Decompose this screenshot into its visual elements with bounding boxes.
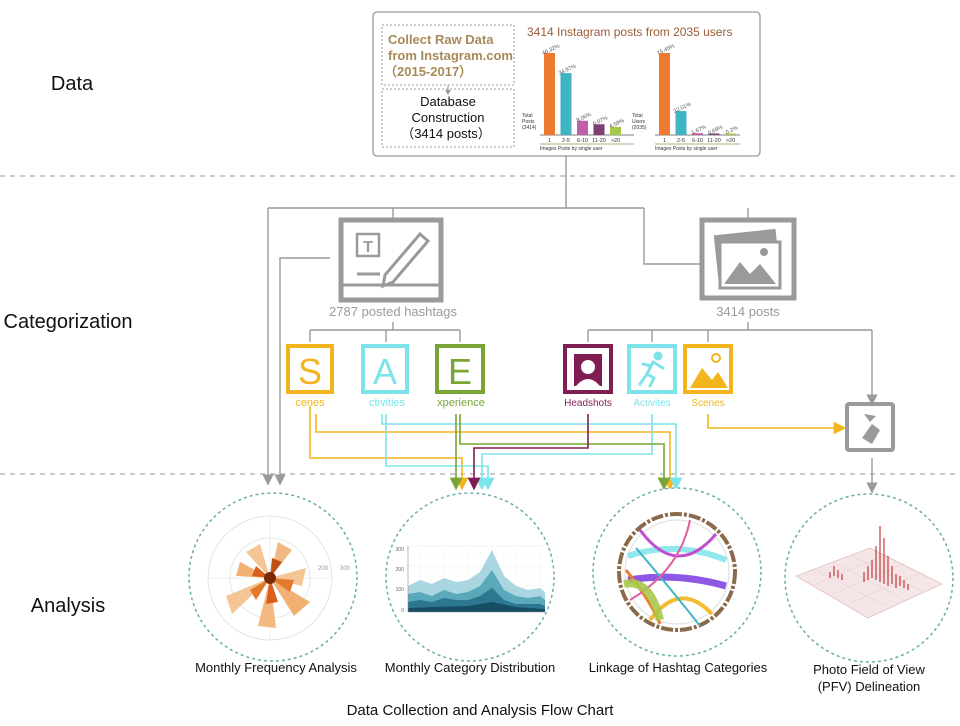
scenes-hashtag-box [286,344,334,394]
section-label-categorization: Categorization [4,311,133,333]
figure-caption: Data Collection and Analysis Flow Chart [347,702,615,719]
chord-diagram-thumbnail [617,512,737,632]
bar-0-4 [610,126,621,135]
label-pfv-2: (PFV) Delineation [818,679,921,694]
bar-0-0 [544,53,555,135]
svg-text:T: T [363,239,373,256]
bar-tick-1-3: 11-20 [707,138,721,144]
bar-value-label-1-4: 0.2% [725,125,739,136]
bar-chart-ylabel-0: Total [522,113,533,119]
collect-title-1: Collect Raw Data [388,32,494,47]
label-pfv-1: Photo Field of View [813,662,925,677]
bar-chart-ylabel-1-c: (2035) [632,125,647,131]
bar-1-1 [675,111,687,135]
bar-tick-1-2: 6-10 [692,138,703,144]
bar-chart-xlabel-0: Images Posts by single user [540,146,603,152]
svg-text:0: 0 [401,608,404,614]
view-cone-icon [862,424,880,444]
section-label-analysis: Analysis [31,595,105,617]
bar-1-0 [659,53,670,135]
db-line-1: Database [420,94,476,109]
bar-chart-ylabel-1-b: Users [632,119,646,125]
sun-icon [711,353,721,363]
label-monthly-category: Monthly Category Distribution [385,660,556,675]
monthly-category-circle [385,492,555,662]
bar-0-3 [593,124,605,135]
svg-text:300: 300 [396,547,405,553]
scenes-photo-label: Scenes [691,398,724,409]
activities-photo-box [627,344,677,394]
hashtags-count-label: 2787 posted hashtags [329,304,457,319]
letter-s: S [298,351,322,392]
bar-tick-0-1: 2-5 [562,138,570,144]
pfv-surface-thumbnail [795,526,943,619]
section-label-data: Data [51,73,94,95]
bar-chart-ylabel-0-c: (3414) [522,125,537,131]
db-line-3: （3414 posts） [401,126,491,141]
bar-1-3 [708,133,720,135]
experience-hashtag-label: xperience [437,397,485,409]
stats-title: 3414 Instagram posts from 2035 users [527,25,732,39]
collect-title-3: （2015-2017） [384,64,472,79]
bar-tick-1-4: >20 [726,138,735,144]
label-linkage: Linkage of Hashtag Categories [589,660,768,675]
experience-hashtag-box [435,344,485,394]
bar-tick-1-1: 2-5 [677,138,685,144]
bar-tick-0-2: 6-10 [577,138,588,144]
rose-chart-thumbnail: 200 300 [207,515,351,641]
bar-tick-1-0: 1 [663,138,666,144]
bar-1-2 [692,133,703,135]
posts-count-label: 3414 posts [716,304,780,319]
top-connectors [262,156,749,486]
collect-title-2: from Instagram.com [388,48,513,63]
letter-a: A [373,351,397,392]
bar-0-2 [577,120,588,135]
person-icon [576,379,600,386]
bar-tick-0-4: >20 [611,138,620,144]
db-line-2: Construction [412,110,485,125]
mountain-icon [690,368,728,388]
activities-hashtag-box [361,344,409,394]
bar-chart-ylabel-0-b: Posts [522,119,535,125]
svg-text:100: 100 [396,587,405,593]
hashtag-text-icon [338,217,444,303]
bar-chart-ylabel-1: Total [632,113,643,119]
activities-photo-label: Activites [633,398,670,409]
svg-text:200: 200 [318,566,329,572]
headshots-label: Headshots [564,398,612,409]
letter-e: E [448,351,472,392]
activities-hashtag-label: ctivities [369,397,406,409]
bar-tick-0-0: 1 [548,138,551,144]
svg-text:300: 300 [340,566,351,572]
bar-1-4 [725,133,736,135]
bar-tick-0-3: 11-20 [592,138,606,144]
svg-text:200: 200 [396,567,405,573]
scenes-hashtag-label: cenes [295,397,325,409]
area-chart-thumbnail: 300 200 100 0 [396,545,545,614]
running-icon [638,351,665,388]
branch-connectors [274,257,878,494]
database-box [381,88,515,148]
bar-chart-xlabel-1: Images Posts by single user [655,146,718,152]
bar-0-1 [560,73,572,135]
label-monthly-frequency: Monthly Frequency Analysis [195,660,357,675]
category-connectors [309,406,847,491]
